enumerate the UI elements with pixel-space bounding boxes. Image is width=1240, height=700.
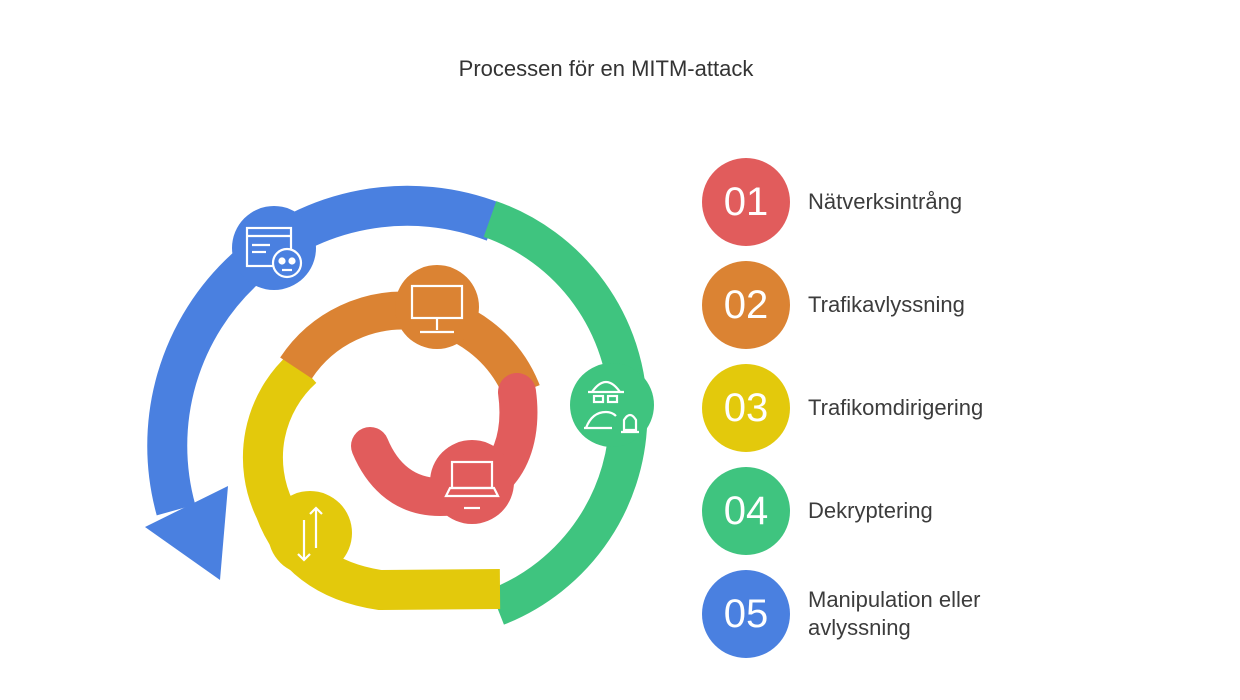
step-number-02: 02 — [702, 261, 790, 349]
step-label-01: Nätverksintrång — [808, 189, 963, 214]
spiral-diagram — [145, 185, 654, 625]
step-label-05: Manipulation eller avlyssning — [808, 587, 981, 640]
step-number-04: 04 — [702, 467, 790, 555]
redirect-arrows-icon — [268, 491, 352, 575]
spy-alert-icon — [570, 363, 654, 447]
segment-03 — [242, 353, 501, 611]
laptop-icon — [430, 440, 514, 524]
monitor-icon — [395, 265, 479, 349]
legend-item-02: 02 Trafikavlyssning — [702, 261, 1102, 349]
document-skull-icon — [232, 206, 316, 290]
legend-item-04: 04 Dekryptering — [702, 467, 1102, 555]
arrow-head — [145, 486, 228, 580]
diagram-title: Processen för en MITM-attack — [458, 56, 754, 81]
legend-item-05: 05 Manipulation eller avlyssning — [702, 570, 1102, 658]
legend-item-03: 03 Trafikomdirigering — [702, 364, 1102, 452]
step-label-03: Trafikomdirigering — [808, 395, 984, 420]
step-label-04: Dekryptering — [808, 498, 933, 523]
legend-item-01: 01 Nätverksintrång — [702, 158, 1102, 246]
step-number-01: 01 — [702, 158, 790, 246]
step-label-02: Trafikavlyssning — [808, 292, 965, 317]
step-number-05: 05 — [702, 570, 790, 658]
step-number-03: 03 — [702, 364, 790, 452]
